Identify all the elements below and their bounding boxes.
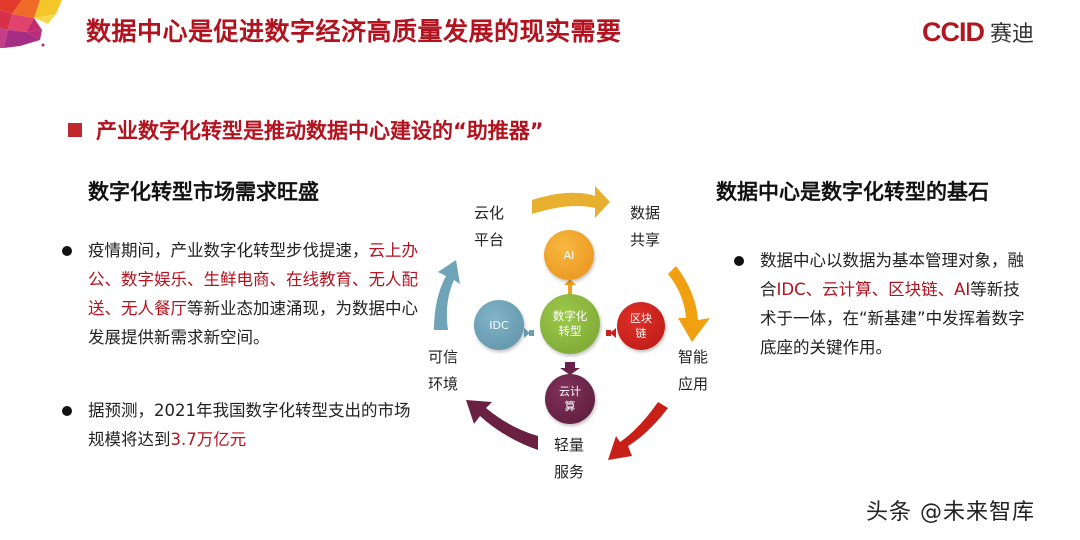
label-smart-app: 智能应用 — [677, 348, 708, 393]
text-normal: 数据中心以数据为基本管理对象，融合 — [760, 251, 1024, 299]
label-light-service: 轻量服务 — [553, 436, 584, 481]
text-highlight: IDC、云计算、区块链、AI — [776, 280, 971, 299]
arrow-bottom-left-icon — [466, 400, 538, 450]
digital-transformation-diagram: AI IDC 数字化转型 区块链 云计算 云化平台 数据共享 智能应用 轻量服务… — [420, 180, 720, 481]
node-blockchain: 区块链 — [617, 302, 665, 350]
bullet-text: 数据中心以数据为基本管理对象，融合IDC、云计算、区块链、AI等新技术于一体，在… — [760, 246, 1034, 362]
right-bullet-1: 数据中心以数据为基本管理对象，融合IDC、云计算、区块链、AI等新技术于一体，在… — [734, 246, 1034, 362]
node-ai-label: AI — [563, 248, 575, 262]
cycle-arrows — [434, 186, 710, 460]
corner-logo-decoration — [0, 0, 70, 50]
label-trusted-env: 可信环境 — [427, 348, 458, 393]
node-ai: AI — [544, 230, 594, 280]
bullet-dot-icon — [734, 256, 744, 266]
right-heading: 数据中心是数字化转型的基石 — [716, 180, 989, 204]
node-cloud-label: 云计算 — [559, 385, 581, 413]
brand-chinese: 赛迪 — [990, 22, 1035, 47]
text-normal: 等新技术于一体，在“新基建”中发挥着数字底座的关键作用。 — [760, 280, 1025, 357]
node-center-label: 数字化转型 — [552, 309, 588, 338]
arrow-bottom-right-icon — [608, 402, 668, 460]
text-highlight: 云上办公、数字娱乐、生鲜电商、在线教育、无人配送、无人餐厅 — [88, 241, 418, 318]
section-subtitle: 产业数字化转型是推动数据中心建设的“助推器” — [68, 115, 544, 145]
bullet-dot-icon — [62, 246, 72, 256]
left-bullet-1: 疫情期间，产业数字化转型步伐提速，云上办公、数字娱乐、生鲜电商、在线教育、无人配… — [62, 236, 422, 352]
bullet-text: 据预测，2021年我国数字化转型支出的市场规模将达到3.7万亿元 — [88, 396, 422, 454]
node-cloud: 云计算 — [545, 374, 595, 424]
brand-logo: CCID 赛迪 — [922, 16, 1034, 48]
arrow-right-icon — [668, 266, 710, 342]
brand-latin: CCID — [922, 16, 985, 47]
label-cloud-platform: 云化平台 — [473, 204, 504, 249]
node-blockchain-label: 区块链 — [630, 312, 652, 340]
text-highlight: 3.7万亿元 — [170, 430, 247, 449]
node-center: 数字化转型 — [540, 294, 600, 354]
page-title: 数据中心是促进数字经济高质量发展的现实需要 — [86, 17, 622, 46]
text-normal: 据预测，2021年我国数字化转型支出的市场规模将达到 — [88, 401, 411, 449]
text-normal: 疫情期间，产业数字化转型步伐提速， — [88, 241, 369, 260]
left-bullet-2: 据预测，2021年我国数字化转型支出的市场规模将达到3.7万亿元 — [62, 396, 422, 454]
node-idc-label: IDC — [489, 318, 509, 332]
text-normal: 等新业态加速涌现，为数据中心发展提供新需求新空间。 — [88, 299, 418, 347]
arrow-top-icon — [532, 186, 610, 218]
label-data-sharing: 数据共享 — [629, 204, 660, 249]
node-idc: IDC — [474, 300, 524, 350]
bullet-dot-icon — [62, 406, 72, 416]
left-heading: 数字化转型市场需求旺盛 — [88, 180, 319, 204]
watermark: 头条 @未来智库 — [866, 500, 1035, 525]
subtitle-text: 产业数字化转型是推动数据中心建设的“助推器” — [96, 119, 544, 143]
bullet-text: 疫情期间，产业数字化转型步伐提速，云上办公、数字娱乐、生鲜电商、在线教育、无人配… — [88, 236, 422, 352]
square-bullet-icon — [68, 123, 82, 137]
arrow-left-icon — [434, 260, 460, 330]
